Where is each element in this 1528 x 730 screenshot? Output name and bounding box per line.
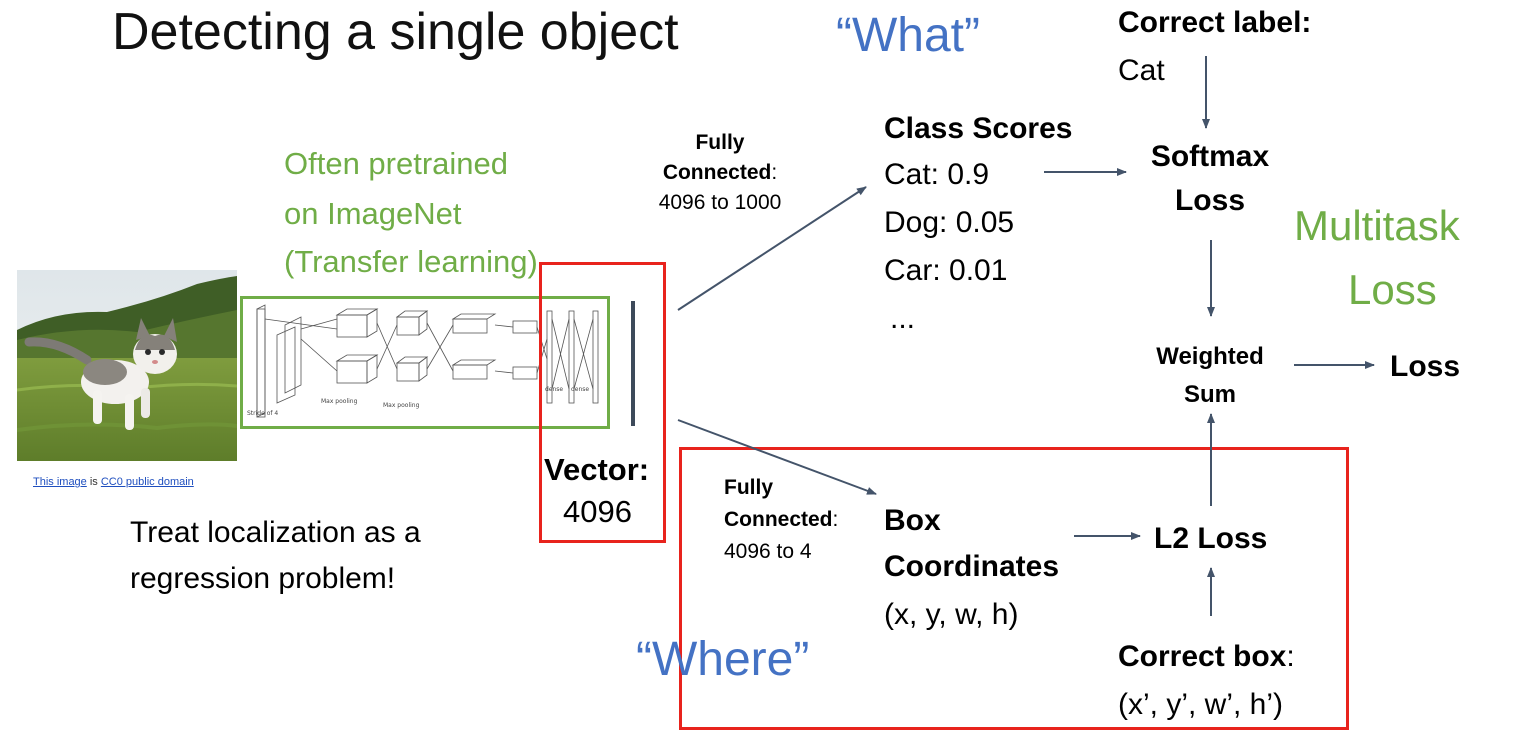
- arrow-icon-vector-to-class: [678, 187, 866, 310]
- arrow-icon-vector-to-box: [678, 420, 876, 494]
